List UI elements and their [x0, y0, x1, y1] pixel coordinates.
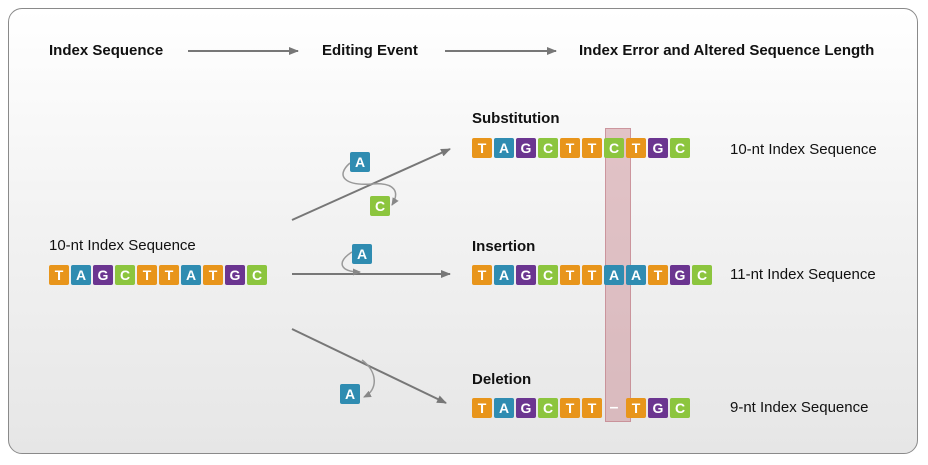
- base-tile: C: [692, 265, 712, 285]
- base-tile: T: [472, 138, 492, 158]
- base-tile: C: [115, 265, 135, 285]
- base-tile: C: [247, 265, 267, 285]
- base-tile: T: [159, 265, 179, 285]
- base-tile: T: [582, 398, 602, 418]
- base-tile: T: [560, 398, 580, 418]
- base-tile: C: [670, 138, 690, 158]
- base-tile: C: [670, 398, 690, 418]
- base-tile: G: [648, 398, 668, 418]
- base-tile: T: [472, 398, 492, 418]
- base-tile: G: [516, 398, 536, 418]
- deletion-title: Deletion: [472, 371, 532, 388]
- base-tile: C: [538, 398, 558, 418]
- base-tile: C: [538, 265, 558, 285]
- deletion-curve: [361, 359, 375, 398]
- source-sequence-label: 10-nt Index Sequence: [49, 237, 196, 254]
- base-tile: T: [626, 398, 646, 418]
- base-tile: G: [516, 265, 536, 285]
- base-tile: T: [626, 138, 646, 158]
- insertion-result: 11-nt Index Sequence: [730, 266, 876, 283]
- base-tile: T: [648, 265, 668, 285]
- insertion-title: Insertion: [472, 238, 536, 255]
- base-tile: T: [137, 265, 157, 285]
- base-tile: A: [494, 138, 514, 158]
- substitution-title: Substitution: [472, 110, 560, 127]
- base-tile: –: [609, 399, 619, 416]
- substitution-to-base: C: [370, 196, 390, 216]
- insertion-curve: [341, 251, 361, 276]
- diagram-frame: [8, 8, 918, 454]
- base-tile: A: [181, 265, 201, 285]
- base-tile: A: [604, 265, 624, 285]
- base-tile: G: [670, 265, 690, 285]
- base-tile: T: [472, 265, 492, 285]
- deletion-result: 9-nt Index Sequence: [730, 399, 869, 416]
- header-index-error: Index Error and Altered Sequence Length: [579, 42, 875, 59]
- base-tile: A: [494, 265, 514, 285]
- base-tile: T: [582, 138, 602, 158]
- base-tile: T: [582, 265, 602, 285]
- insertion-base: A: [352, 244, 372, 264]
- base-tile: G: [648, 138, 668, 158]
- base-tile: T: [560, 138, 580, 158]
- base-tile: A: [494, 398, 514, 418]
- deletion-base: A: [340, 384, 360, 404]
- base-tile: G: [225, 265, 245, 285]
- base-tile: T: [560, 265, 580, 285]
- substitution-from-base: A: [350, 152, 370, 172]
- base-tile: A: [626, 265, 646, 285]
- base-tile: C: [604, 138, 624, 158]
- substitution-curve: [342, 162, 399, 206]
- base-tile: A: [71, 265, 91, 285]
- header-editing-event: Editing Event: [322, 42, 418, 59]
- base-tile: G: [93, 265, 113, 285]
- substitution-result: 10-nt Index Sequence: [730, 141, 877, 158]
- base-tile: C: [538, 138, 558, 158]
- base-tile: G: [516, 138, 536, 158]
- base-tile: T: [49, 265, 69, 285]
- header-index-sequence: Index Sequence: [49, 42, 164, 59]
- base-tile: T: [203, 265, 223, 285]
